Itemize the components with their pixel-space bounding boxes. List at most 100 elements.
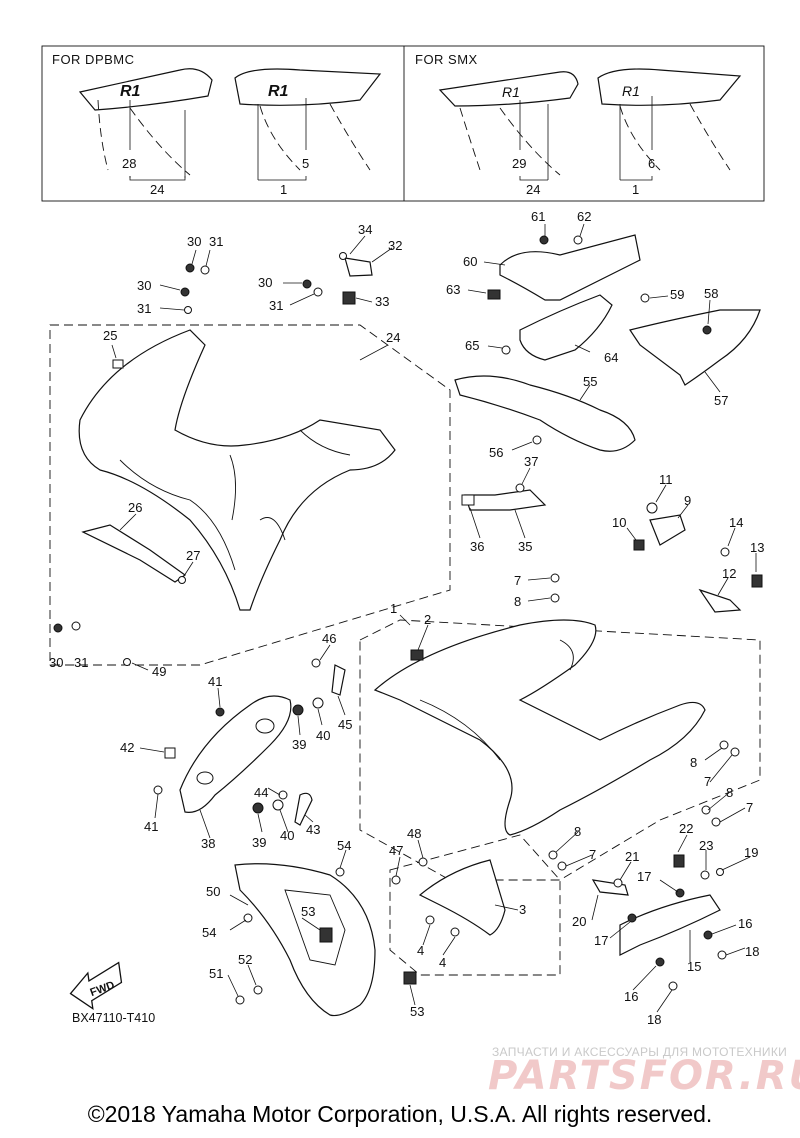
callout-38: 38 [201, 836, 215, 851]
bracket-45 [331, 664, 346, 696]
callout-11: 11 [659, 472, 673, 487]
callout-31: 31 [209, 234, 223, 249]
callout-34: 34 [358, 222, 372, 237]
bracket-64 [519, 294, 613, 361]
label-29: 29 [512, 156, 526, 171]
group-outline-side-panel [359, 619, 761, 881]
side-cowling [78, 329, 396, 611]
watermark-tagline: ЗАПЧАСТИ И АКСЕССУАРЫ ДЛЯ МОТОТЕХНИКИ [492, 1045, 787, 1059]
callout-39: 39 [292, 737, 306, 752]
callout-8: 8 [574, 824, 581, 839]
bracket-43 [294, 792, 313, 826]
callout-4: 4 [417, 943, 424, 958]
bracket-57 [629, 309, 761, 386]
bracket-60 [499, 234, 641, 301]
callout-18: 18 [745, 944, 759, 959]
callout-31: 31 [137, 301, 151, 316]
label-5: 5 [302, 156, 309, 171]
callout-32: 32 [388, 238, 402, 253]
label-1: 1 [632, 182, 639, 197]
callout-18: 18 [647, 1012, 661, 1027]
callout-54: 54 [337, 838, 351, 853]
callout-21: 21 [625, 849, 639, 864]
callout-42: 42 [120, 740, 134, 755]
callout-39: 39 [252, 835, 266, 850]
callout-48: 48 [407, 826, 421, 841]
decal-panel-left-1: R1 [78, 68, 213, 176]
callout-12: 12 [722, 566, 736, 581]
callout-33: 33 [375, 294, 389, 309]
inner-panel [234, 863, 376, 1017]
callout-53: 53 [301, 904, 315, 919]
callout-57: 57 [714, 393, 728, 408]
callout-30: 30 [137, 278, 151, 293]
inset-title-smx: FOR SMX [415, 52, 478, 67]
callout-17: 17 [637, 869, 651, 884]
callout-65: 65 [465, 338, 479, 353]
callout-53: 53 [410, 1004, 424, 1019]
callout-43: 43 [306, 822, 320, 837]
callout-60: 60 [463, 254, 477, 269]
callout-3: 3 [519, 902, 526, 917]
callout-19: 19 [744, 845, 758, 860]
callout-17: 17 [594, 933, 608, 948]
callout-4: 4 [439, 955, 446, 970]
callout-63: 63 [446, 282, 460, 297]
leader-lines [111, 223, 757, 1013]
callout-50: 50 [206, 884, 220, 899]
callout-27: 27 [186, 548, 200, 563]
callout-16: 16 [624, 989, 638, 1004]
group-outline-side-cowl [49, 324, 451, 666]
callout-8: 8 [690, 755, 697, 770]
callout-7: 7 [514, 573, 521, 588]
callout-47: 47 [389, 843, 403, 858]
callout-62: 62 [577, 209, 591, 224]
callout-31: 31 [74, 655, 88, 670]
callout-8: 8 [514, 594, 521, 609]
label-1: 1 [280, 182, 287, 197]
callout-14: 14 [729, 515, 743, 530]
callout-8: 8 [726, 785, 733, 800]
group-outline-lower [389, 834, 561, 976]
callout-30: 30 [258, 275, 272, 290]
callout-22: 22 [679, 821, 693, 836]
callout-49: 49 [152, 664, 166, 679]
callout-20: 20 [572, 914, 586, 929]
label-24: 24 [526, 182, 540, 197]
callout-61: 61 [531, 209, 545, 224]
side-panel [373, 619, 706, 836]
bracket-55 [454, 375, 636, 452]
callout-15: 15 [687, 959, 701, 974]
copyright-notice: ©2018 Yamaha Motor Corporation, U.S.A. A… [87, 1101, 713, 1127]
decal-panel-right-2: R1 [597, 68, 742, 171]
callout-64: 64 [604, 350, 618, 365]
lower-cover [418, 859, 506, 936]
callout-30: 30 [49, 655, 63, 670]
callout-41: 41 [144, 819, 158, 834]
decal-text: R1 [268, 83, 289, 100]
callout-55: 55 [583, 374, 597, 389]
label-6: 6 [648, 156, 655, 171]
fwd-arrow-icon: FWD [69, 961, 123, 1010]
bracket-9 [649, 514, 686, 546]
callout-16: 16 [738, 916, 752, 931]
callout-58: 58 [704, 286, 718, 301]
bracket-35 [464, 489, 547, 511]
callout-1: 1 [390, 601, 397, 616]
bracket-20 [591, 879, 629, 896]
callout-40: 40 [316, 728, 330, 743]
callout-44: 44 [254, 785, 268, 800]
callout-46: 46 [322, 631, 336, 646]
decal-panel-left-2: R1 [234, 68, 382, 171]
callout-36: 36 [470, 539, 484, 554]
decal-text: R1 [120, 83, 141, 100]
inset-frame [41, 45, 765, 202]
callout-40: 40 [280, 828, 294, 843]
callout-25: 25 [103, 328, 117, 343]
callout-51: 51 [209, 966, 223, 981]
variant-inset: FOR DPBMC FOR SMX R1 R1 R1 R1 [41, 45, 765, 202]
decal-panel-right-1: R1 [438, 71, 579, 176]
label-24: 24 [150, 182, 164, 197]
callout-7: 7 [746, 800, 753, 815]
